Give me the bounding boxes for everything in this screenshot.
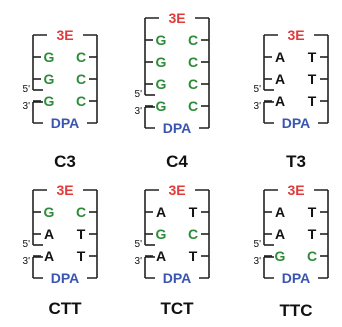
five-prime-label: 5'	[23, 239, 31, 250]
base-left: A	[275, 93, 285, 109]
diagram-title: C4	[166, 152, 188, 171]
base-left: G	[44, 93, 55, 109]
diagram-title: TTC	[279, 301, 312, 320]
diagram-ttc: 3E DPA A T A T G C 5' 3' TTC	[254, 182, 329, 320]
base-right: T	[77, 226, 86, 242]
base-right: T	[308, 93, 317, 109]
base-right: T	[189, 204, 198, 220]
base-left: A	[156, 204, 166, 220]
base-left: G	[156, 32, 167, 48]
base-left: A	[275, 226, 285, 242]
three-prime-label: 3'	[254, 256, 262, 267]
base-right: T	[189, 248, 198, 264]
anchor-label: DPA	[51, 270, 80, 286]
base-left: A	[275, 49, 285, 65]
end-group-label: 3E	[168, 182, 185, 198]
three-prime-label: 3'	[23, 256, 31, 267]
diagram-title: C3	[54, 152, 76, 171]
base-right: C	[188, 54, 198, 70]
base-right: C	[76, 204, 86, 220]
base-left: A	[275, 71, 285, 87]
base-right: C	[188, 226, 198, 242]
diagram-c4: 3E DPA G C G C G C G C 5' 3' C4	[135, 10, 210, 171]
base-right: T	[308, 71, 317, 87]
base-left: G	[44, 204, 55, 220]
base-right: T	[77, 248, 86, 264]
base-left: G	[44, 49, 55, 65]
end-group-label: 3E	[287, 27, 304, 43]
base-left: A	[44, 248, 54, 264]
base-left: A	[275, 204, 285, 220]
base-left: G	[156, 76, 167, 92]
base-right: C	[188, 32, 198, 48]
diagram-c3: 3E DPA G C G C G C 5' 3' C3	[23, 27, 98, 171]
five-prime-label: 5'	[135, 89, 143, 100]
base-right: C	[188, 76, 198, 92]
diagram-title: TCT	[160, 299, 194, 318]
base-right: T	[308, 49, 317, 65]
base-left: G	[156, 54, 167, 70]
three-prime-label: 3'	[135, 106, 143, 117]
five-prime-label: 5'	[135, 239, 143, 250]
diagram-ctt: 3E DPA G C A T A T 5' 3' CTT	[23, 182, 98, 318]
base-right: C	[307, 248, 317, 264]
three-prime-label: 3'	[23, 101, 31, 112]
three-prime-label: 3'	[254, 101, 262, 112]
base-left: G	[44, 71, 55, 87]
base-left: G	[156, 226, 167, 242]
base-right: C	[76, 93, 86, 109]
anchor-label: DPA	[282, 115, 311, 131]
anchor-label: DPA	[51, 115, 80, 131]
anchor-label: DPA	[163, 120, 192, 136]
end-group-label: 3E	[56, 182, 73, 198]
five-prime-label: 5'	[23, 84, 31, 95]
base-left: G	[275, 248, 286, 264]
diagram-title: CTT	[48, 299, 82, 318]
base-left: A	[44, 226, 54, 242]
diagram-tct: 3E DPA A T G C A T 5' 3' TCT	[135, 182, 210, 318]
end-group-label: 3E	[287, 182, 304, 198]
base-right: T	[308, 204, 317, 220]
base-right: T	[308, 226, 317, 242]
three-prime-label: 3'	[135, 256, 143, 267]
base-right: C	[76, 71, 86, 87]
diagram-t3: 3E DPA A T A T A T 5' 3' T3	[254, 27, 329, 171]
end-group-label: 3E	[56, 27, 73, 43]
anchor-label: DPA	[163, 270, 192, 286]
base-left: A	[156, 248, 166, 264]
base-right: C	[188, 98, 198, 114]
five-prime-label: 5'	[254, 239, 262, 250]
anchor-label: DPA	[282, 270, 311, 286]
base-right: C	[76, 49, 86, 65]
end-group-label: 3E	[168, 10, 185, 26]
base-left: G	[156, 98, 167, 114]
diagram-title: T3	[286, 152, 306, 171]
five-prime-label: 5'	[254, 84, 262, 95]
